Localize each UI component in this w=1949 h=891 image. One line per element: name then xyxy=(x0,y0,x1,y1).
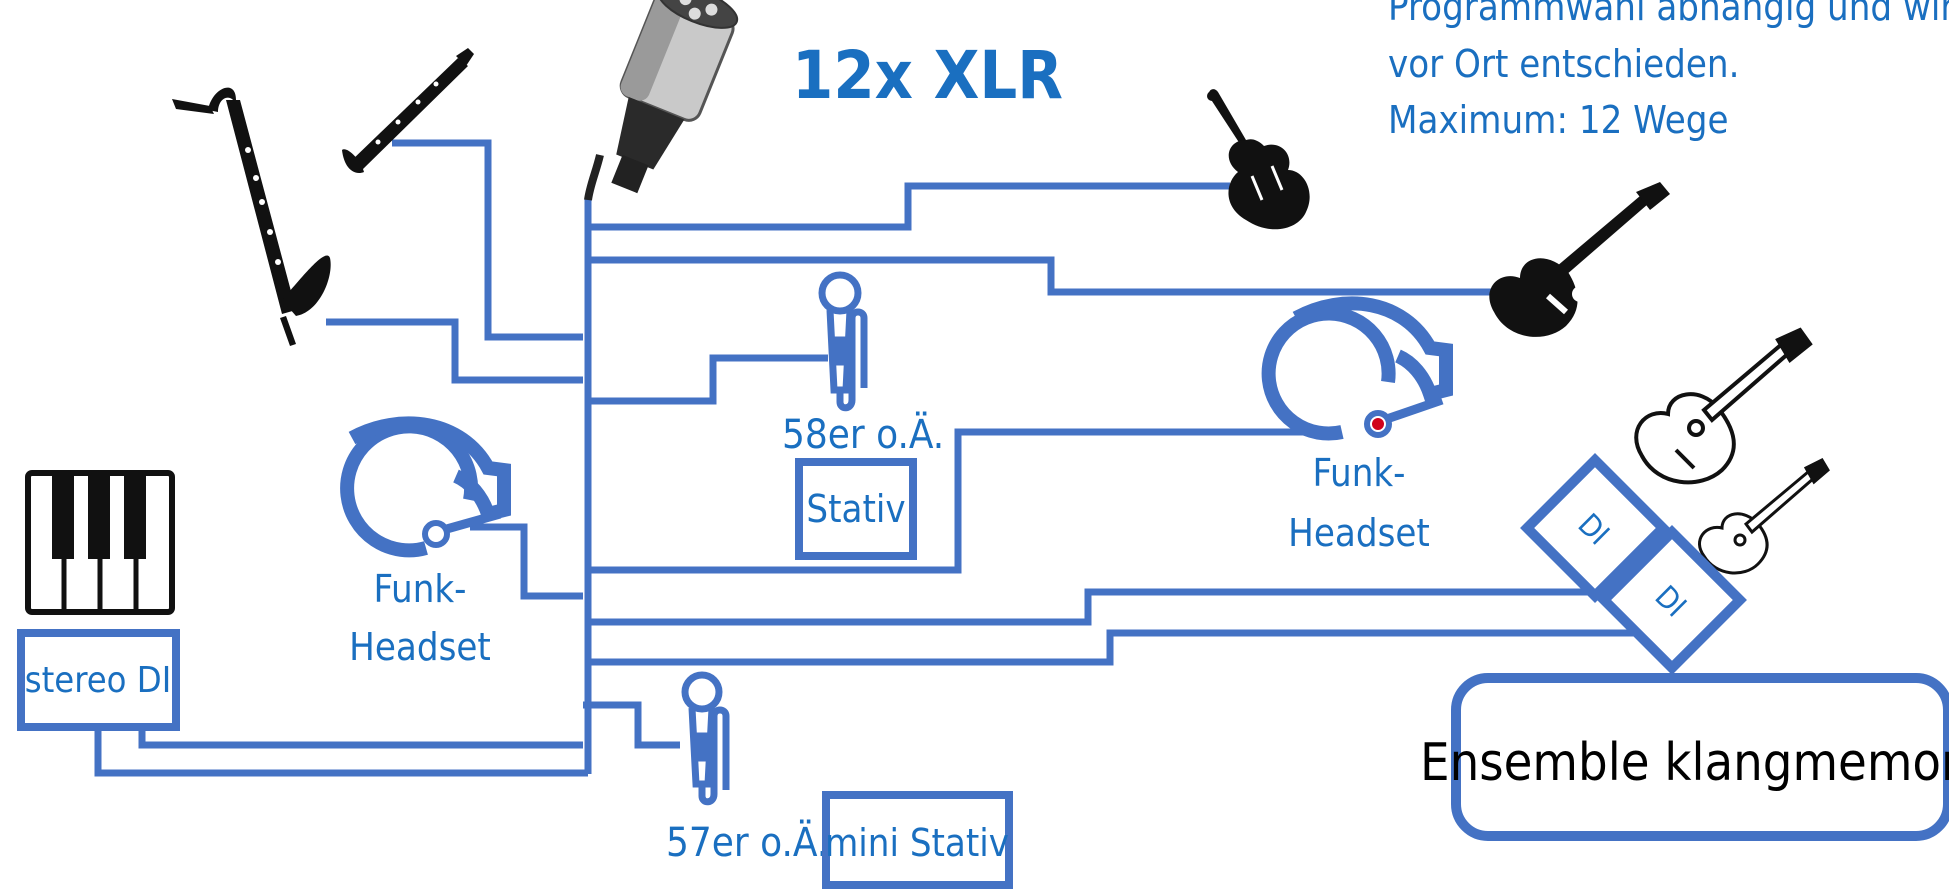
ensemble-label: Ensemble klangmemory xyxy=(1420,733,1949,793)
ensemble-box xyxy=(1451,673,1949,841)
piano-keys-icon xyxy=(25,470,175,615)
connector-title: 12x XLR xyxy=(792,37,1063,114)
cable-lines xyxy=(94,139,1640,777)
acoustic-guitar-icon xyxy=(1489,182,1670,337)
cable-headset-right xyxy=(588,428,1340,574)
headset-icon xyxy=(340,416,511,558)
cable-stereo-di-a xyxy=(138,730,583,749)
cable-clarinet xyxy=(392,139,583,341)
stand-box xyxy=(795,458,917,560)
handheld-mic-icon xyxy=(681,671,730,806)
clarinet-icon xyxy=(342,48,474,174)
di-box-1: DI xyxy=(1520,453,1670,603)
cable-violin xyxy=(588,182,1230,231)
cable-headset-left xyxy=(470,523,583,600)
handheld-mic-icon xyxy=(818,271,868,412)
mini-stand-box xyxy=(822,791,1013,889)
mini-stand-label: mini Stativ xyxy=(825,821,1009,865)
guitar-outline-icon xyxy=(1634,327,1813,485)
bass-clarinet-icon xyxy=(172,87,331,346)
cable-stereo-di-b xyxy=(94,730,588,777)
headset-left-label-2: Headset xyxy=(349,625,491,669)
headset-icon xyxy=(1261,296,1453,441)
cable-di-2 xyxy=(588,629,1640,666)
mic-58-label: 58er o.Ä. xyxy=(782,410,944,458)
headset-right-label-2: Headset xyxy=(1288,511,1430,555)
violin-icon xyxy=(1207,89,1310,230)
cable-mic-58 xyxy=(588,354,828,405)
note-line-2: vor Ort entschieden. xyxy=(1388,42,1739,86)
headset-right-label-1: Funk- xyxy=(1312,451,1405,495)
ukulele-icon xyxy=(1698,458,1830,575)
cable-guitar xyxy=(588,256,1515,296)
di-box-2: DI xyxy=(1597,525,1747,675)
cable-mic-57 xyxy=(583,701,680,749)
cable-bass-clarinet xyxy=(326,318,583,384)
headset-left-label-1: Funk- xyxy=(373,567,466,611)
mic-57-label: 57er o.Ä. xyxy=(666,818,828,866)
note-line-1: Programmwahl abhängig und wird xyxy=(1388,0,1949,29)
note-line-3: Maximum: 12 Wege xyxy=(1388,98,1729,142)
cable-di-1 xyxy=(588,588,1590,626)
stereo-di-box xyxy=(17,629,180,731)
stand-label: Stativ xyxy=(806,487,905,531)
xlr-connector-icon xyxy=(584,0,739,201)
stereo-di-label: stereo DI xyxy=(25,660,172,701)
